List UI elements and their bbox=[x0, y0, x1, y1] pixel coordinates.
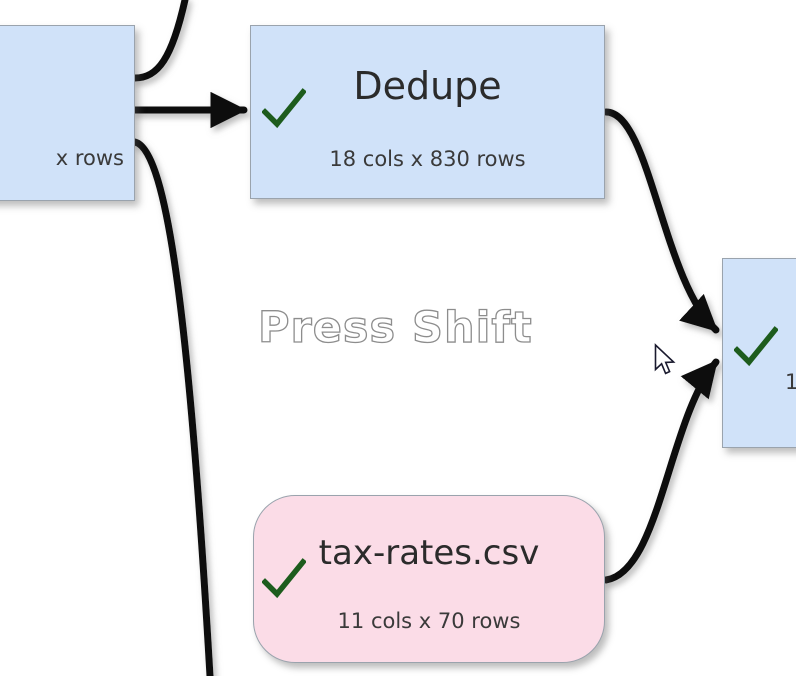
check-icon bbox=[734, 326, 778, 367]
source-node[interactable]: x rows bbox=[0, 25, 135, 201]
edge-source-to-offscreen-bottom bbox=[131, 138, 214, 676]
mouse-cursor-icon bbox=[654, 343, 676, 375]
tax-rates-node-subtitle: 11 cols x 70 rows bbox=[337, 609, 521, 633]
join-node-subtitle: 1 bbox=[785, 370, 796, 394]
check-icon bbox=[262, 88, 306, 129]
dedupe-node-subtitle: 18 cols x 830 rows bbox=[329, 147, 526, 171]
press-shift-watermark: Press Shift bbox=[257, 302, 533, 353]
edge-taxrates-to-join bbox=[602, 358, 720, 584]
edge-dedupe-to-join bbox=[602, 108, 720, 334]
edge-source-to-offscreen-top bbox=[131, 0, 189, 82]
dedupe-node[interactable]: Dedupe 18 cols x 830 rows bbox=[250, 25, 605, 199]
check-icon bbox=[262, 558, 306, 599]
tax-rates-node[interactable]: tax-rates.csv 11 cols x 70 rows bbox=[253, 495, 605, 663]
dedupe-node-title: Dedupe bbox=[353, 64, 502, 108]
source-node-subtitle: x rows bbox=[55, 146, 124, 170]
tax-rates-node-title: tax-rates.csv bbox=[318, 533, 540, 573]
